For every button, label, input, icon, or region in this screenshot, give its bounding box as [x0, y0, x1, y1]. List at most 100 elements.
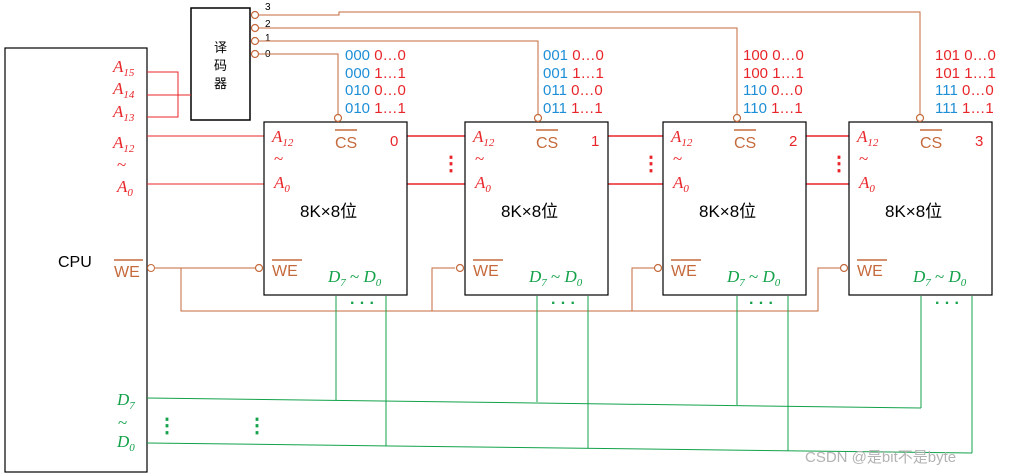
a15-wire — [147, 71, 191, 96]
addr-row-1: 001 0…0 — [543, 47, 604, 64]
chip-capacity: 8K×8位 — [501, 202, 558, 221]
cs-wire-3 — [259, 11, 921, 114]
chip-pin-we: WE — [857, 263, 883, 280]
cs-bubble — [732, 113, 742, 123]
cpu-label: CPU — [58, 254, 92, 271]
addr-row-2: 000 1…1 — [345, 65, 406, 82]
chip-pin-data: D7 ~ D0 — [528, 267, 583, 289]
cs-wire-1 — [259, 40, 539, 114]
chip-pin-tilde: ~ — [274, 149, 283, 168]
addr-row-1: 100 0…0 — [743, 47, 804, 64]
chip-index: 3 — [975, 133, 983, 150]
data-vdots-left: ⋮ — [157, 415, 177, 437]
cpu-pin-a14: A14 — [112, 79, 135, 101]
data-vdots-mid: ⋮ — [247, 415, 267, 437]
chip-0: A12 ~ A0 CS 0 8K×8位 WE D7 ~ D0 · · · 000… — [254, 47, 408, 312]
cpu-pin-tilde: ~ — [117, 155, 126, 174]
chip-pin-a0: A0 — [273, 173, 290, 195]
chip-pin-cs: CS — [335, 135, 357, 152]
chip-1: A12 ~ A0 CS 1 8K×8位 WE D7 ~ D0 · · · 001… — [455, 47, 609, 312]
chip-pin-a12: A12 — [856, 127, 879, 149]
cpu-we-bubble — [147, 264, 155, 272]
cpu-pin-d7: D7 — [116, 390, 135, 412]
chip-pin-data: D7 ~ D0 — [327, 267, 382, 289]
addr-row-2: 100 1…1 — [743, 65, 804, 82]
chip-box — [662, 121, 807, 296]
chip-pin-cs: CS — [920, 135, 942, 152]
addr-row-3: 111 0…0 — [935, 82, 994, 99]
chip-box — [263, 121, 408, 296]
we-bubble — [653, 263, 663, 273]
decoder-out3-bubble — [250, 10, 260, 20]
chip-index: 2 — [789, 133, 797, 150]
addr-row-4: 110 1…1 — [743, 100, 803, 117]
cs-bubble — [333, 113, 343, 123]
cpu-pin-a0: A0 — [116, 177, 133, 199]
data-hdots: · · · — [749, 295, 774, 312]
chip-pin-a0: A0 — [672, 173, 689, 195]
decoder-out1-bubble — [250, 36, 260, 46]
chip-pin-we: WE — [671, 263, 697, 280]
data-hdots: · · · — [551, 295, 576, 312]
chip-pin-tilde: ~ — [475, 149, 484, 168]
addr-row-3: 010 0…0 — [345, 82, 406, 99]
addr-row-1: 000 0…0 — [345, 47, 406, 64]
cpu-pin-data-tilde: ~ — [118, 413, 127, 432]
d7-bus — [146, 397, 922, 409]
chip-pin-data: D7 ~ D0 — [912, 267, 967, 289]
chip-capacity: 8K×8位 — [885, 202, 942, 221]
cs-bubble — [533, 113, 543, 123]
data-hdots: · · · — [350, 295, 375, 312]
we-bubble — [254, 263, 264, 273]
addr-row-2: 101 1…1 — [935, 65, 996, 82]
chip-index: 0 — [390, 133, 398, 150]
we-bubble — [455, 263, 465, 273]
addr-row-1: 101 0…0 — [935, 47, 996, 64]
we-bubble — [839, 263, 849, 273]
chip-capacity: 8K×8位 — [300, 202, 357, 221]
chip-pin-we: WE — [473, 263, 499, 280]
addr-vdots-0-1: ⋮ — [441, 153, 461, 175]
chip-pin-tilde: ~ — [859, 149, 868, 168]
chip-pin-cs: CS — [734, 135, 756, 152]
addr-vdots-2-3: ⋮ — [829, 153, 849, 175]
cpu-pin-a12: A12 — [112, 133, 135, 155]
decoder-out2-bubble — [250, 23, 260, 33]
decoder-out3-label: 3 — [265, 2, 271, 13]
decoder-out2-label: 2 — [265, 19, 271, 30]
we-bus-2 — [432, 267, 655, 312]
chip-3: A12 ~ A0 CS 3 8K×8位 WE D7 ~ D0 · · · 101… — [839, 47, 996, 312]
chip-pin-data: D7 ~ D0 — [726, 267, 781, 289]
a13-wire — [147, 95, 179, 118]
chip-pin-a12: A12 — [472, 127, 495, 149]
chip-pin-a12: A12 — [670, 127, 693, 149]
cpu-pin-a15: A15 — [112, 57, 135, 79]
addr-row-4: 111 1…1 — [935, 100, 994, 117]
cs-wire-2 — [259, 27, 738, 114]
decoder-box — [190, 7, 251, 121]
decoder-label-2: 码 — [214, 58, 227, 73]
d0-bus — [146, 442, 973, 454]
chip-capacity: 8K×8位 — [699, 202, 756, 221]
decoder-out0-bubble — [250, 49, 260, 59]
decoder-out1-label: 1 — [265, 33, 271, 44]
data-hdots: · · · — [935, 295, 960, 312]
cs-wire-0 — [259, 53, 339, 114]
chip-index: 1 — [591, 133, 599, 150]
chip-pin-we: WE — [272, 263, 298, 280]
chip-pin-tilde: ~ — [673, 149, 682, 168]
chip-box — [464, 121, 609, 296]
addr-vdots-1-2: ⋮ — [641, 153, 661, 175]
addr-row-3: 011 0…0 — [543, 82, 603, 99]
decoder-label-1: 译 — [214, 40, 227, 55]
cpu-pin-d0: D0 — [116, 432, 135, 454]
chip-pin-cs: CS — [536, 135, 558, 152]
chip-box — [848, 121, 993, 296]
addr-row-4: 010 1…1 — [345, 100, 406, 117]
we-bus-3 — [632, 267, 840, 312]
addr-row-3: 110 0…0 — [743, 82, 803, 99]
decoder-label-3: 器 — [214, 76, 227, 91]
cpu-pin-we: WE — [114, 264, 140, 281]
chip-pin-a12: A12 — [271, 127, 294, 149]
